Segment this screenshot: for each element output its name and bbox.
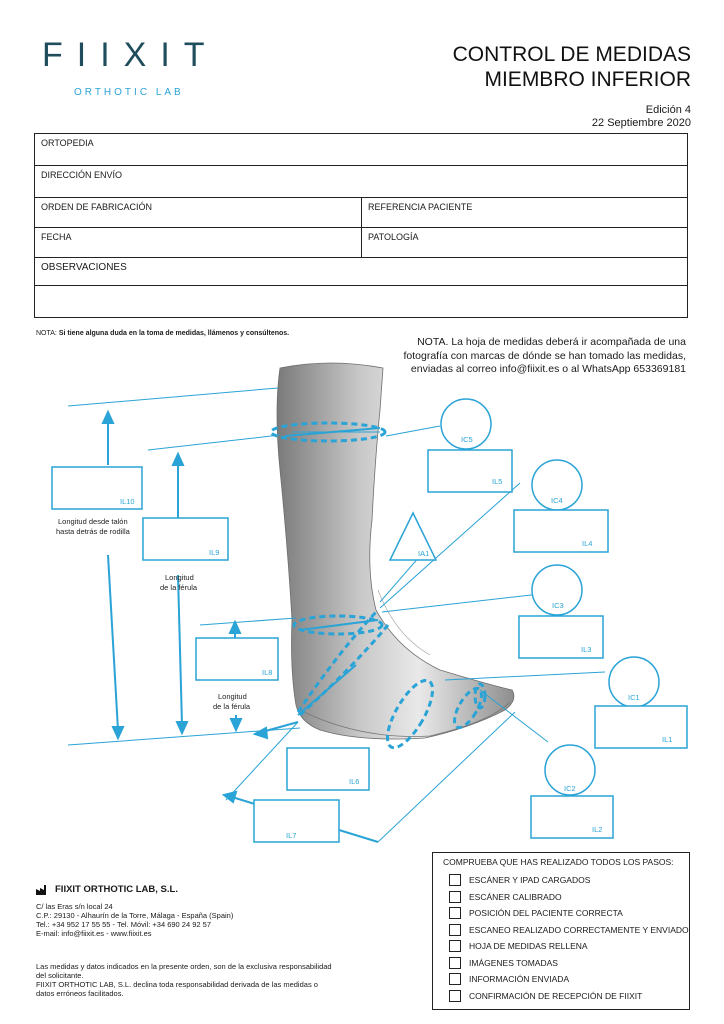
photo-note: NOTA. La hoja de medidas deberá ir acomp…: [403, 336, 686, 375]
row-fecha-patologia: FECHA PATOLOGÍA: [35, 228, 687, 258]
checklist-item-label: POSICIÓN DEL PACIENTE CORRECTA: [469, 908, 623, 919]
checkbox[interactable]: [449, 940, 461, 953]
label-ic2: IC2: [564, 784, 576, 793]
title-line-1: CONTROL DE MEDIDAS: [452, 43, 691, 66]
checklist-item[interactable]: CONFIRMACIÓN DE RECEPCIÓN DE FIIXIT: [433, 988, 689, 1005]
legal-line: Las medidas y datos indicados en la pres…: [36, 962, 332, 980]
page-title: CONTROL DE MEDIDAS MIEMBRO INFERIOR: [453, 42, 691, 92]
label-il9: IL9: [209, 548, 219, 557]
checkbox[interactable]: [449, 989, 461, 1002]
label-ia1: IA1: [418, 549, 429, 558]
label-il7: IL7: [286, 831, 296, 840]
checkbox[interactable]: [449, 956, 461, 969]
caption-il9-b: de la férula: [160, 583, 198, 592]
checklist-item-label: HOJA DE MEDIDAS RELLENA: [469, 941, 588, 952]
checklist-item-label: ESCANEO REALIZADO CORRECTAMENTE Y ENVIAD…: [469, 924, 689, 935]
checklist-item[interactable]: ESCÁNER Y IPAD CARGADOS: [433, 872, 689, 889]
steps-checklist: COMPRUEBA QUE HAS REALIZADO TODOS LOS PA…: [432, 852, 690, 1010]
label-orden[interactable]: ORDEN DE FABRICACIÓN: [41, 202, 153, 212]
guide-lines: [67, 387, 606, 843]
label-referencia[interactable]: REFERENCIA PACIENTE: [361, 198, 687, 227]
label-patologia[interactable]: PATOLOGÍA: [361, 228, 687, 257]
caption-il8-a: Longitud: [218, 692, 247, 701]
company-address: C/ las Eras s/n local 24 C.P.: 29130 - A…: [36, 902, 233, 938]
title-line-2: MIEMBRO INFERIOR: [484, 68, 691, 91]
logo: FIIXIT: [42, 36, 219, 74]
small-note-text: Si tiene alguna duda en la toma de medid…: [58, 330, 290, 337]
checklist-item-label: ESCÁNER CALIBRADO: [469, 891, 562, 902]
address-line: C.P.: 29130 - Alhaurín de la Torre, Mála…: [36, 911, 234, 920]
checklist-item[interactable]: ESCÁNER CALIBRADO: [433, 889, 689, 906]
label-ic5: IC5: [461, 435, 473, 444]
measure-shapes: [51, 398, 688, 843]
label-fecha[interactable]: FECHA: [41, 232, 72, 242]
label-ic3: IC3: [552, 601, 564, 610]
measure-labels: IC5 IL5 IC4 IL4 IA1 IC3 IL3 IC1 IL1 IC2 …: [120, 435, 672, 840]
label-il6: IL6: [349, 777, 359, 786]
checkbox[interactable]: [449, 874, 461, 887]
company-name: FIIXIT ORTHOTIC LAB, S.L.: [36, 884, 178, 895]
factory-icon: [36, 884, 46, 895]
company-name-text: FIIXIT ORTHOTIC LAB, S.L.: [55, 884, 178, 895]
edition-info: Edición 4 22 Septiembre 2020: [592, 104, 691, 130]
checkbox[interactable]: [449, 890, 461, 903]
checklist-item-label: ESCÁNER Y IPAD CARGADOS: [469, 875, 591, 886]
checklist-item[interactable]: ESCANEO REALIZADO CORRECTAMENTE Y ENVIAD…: [433, 922, 689, 939]
legal-disclaimer: Las medidas y datos indicados en la pres…: [36, 962, 336, 998]
row-orden-referencia: ORDEN DE FABRICACIÓN REFERENCIA PACIENTE: [35, 198, 687, 228]
caption-il8-b: de la férula: [213, 702, 251, 711]
legal-line: FIIXIT ORTHOTIC LAB, S.L. declina toda r…: [36, 980, 318, 998]
small-note: NOTA: Si tiene alguna duda en la toma de…: [36, 330, 289, 337]
label-ic4: IC4: [551, 496, 563, 505]
patient-form: ORTOPEDIA DIRECCIÓN ENVÍO ORDEN DE FABRI…: [34, 133, 688, 318]
caption-il10-b: hasta detrás de rodilla: [56, 527, 131, 536]
label-ortopedia: ORTOPEDIA: [41, 138, 94, 148]
edition: Edición 4: [645, 104, 691, 116]
caption-il10-a: Longitud desde talón: [58, 517, 128, 526]
email-line: E-mail: info@fiixit.es - www.fiixit.es: [36, 929, 152, 938]
phone-line: Tel.: +34 952 17 55 55 - Tel. Móvil: +34…: [36, 920, 211, 929]
row-observaciones[interactable]: OBSERVACIONES: [35, 258, 687, 286]
checklist-item[interactable]: IMÁGENES TOMADAS: [433, 955, 689, 972]
leg-silhouette: [276, 362, 515, 740]
checklist-item-label: INFORMACIÓN ENVIADA: [469, 974, 570, 985]
row-observaciones-extra[interactable]: [35, 286, 687, 318]
label-il2: IL2: [592, 825, 602, 834]
small-note-label: NOTA:: [36, 330, 57, 337]
label-il4: IL4: [582, 539, 592, 548]
caption-il9-a: Longitud: [165, 573, 194, 582]
checklist-title: COMPRUEBA QUE HAS REALIZADO TODOS LOS PA…: [443, 857, 674, 867]
checklist-item[interactable]: INFORMACIÓN ENVIADA: [433, 971, 689, 988]
label-il5: IL5: [492, 477, 502, 486]
label-direccion: DIRECCIÓN ENVÍO: [41, 170, 123, 180]
checklist-item-label: CONFIRMACIÓN DE RECEPCIÓN DE FIIXIT: [469, 990, 643, 1001]
label-il10: IL10: [120, 497, 135, 506]
logo-subtitle: ORTHOTIC LAB: [74, 87, 184, 98]
label-ic1: IC1: [628, 693, 640, 702]
row-ortopedia[interactable]: ORTOPEDIA: [35, 134, 687, 166]
label-il1: IL1: [662, 735, 672, 744]
label-observaciones: OBSERVACIONES: [41, 262, 127, 273]
label-il8: IL8: [262, 668, 272, 677]
checkbox[interactable]: [449, 973, 461, 986]
checklist-item-label: IMÁGENES TOMADAS: [469, 957, 558, 968]
leg-diagram: IC5 IL5 IC4 IL4 IA1 IC3 IL3 IC1 IL1 IC2 …: [51, 362, 688, 843]
checkbox[interactable]: [449, 907, 461, 920]
row-direccion[interactable]: DIRECCIÓN ENVÍO: [35, 166, 687, 198]
edition-date: 22 Septiembre 2020: [591, 117, 691, 129]
address-line: C/ las Eras s/n local 24: [36, 902, 113, 911]
label-il3: IL3: [581, 645, 591, 654]
ring-solid-lines: [284, 427, 381, 716]
checklist-item[interactable]: POSICIÓN DEL PACIENTE CORRECTA: [433, 905, 689, 922]
length-arrows: [101, 409, 379, 843]
measure-captions: Longitud desde talón hasta detrás de rod…: [56, 517, 251, 711]
checklist-item[interactable]: HOJA DE MEDIDAS RELLENA: [433, 938, 689, 955]
checkbox[interactable]: [449, 923, 461, 936]
